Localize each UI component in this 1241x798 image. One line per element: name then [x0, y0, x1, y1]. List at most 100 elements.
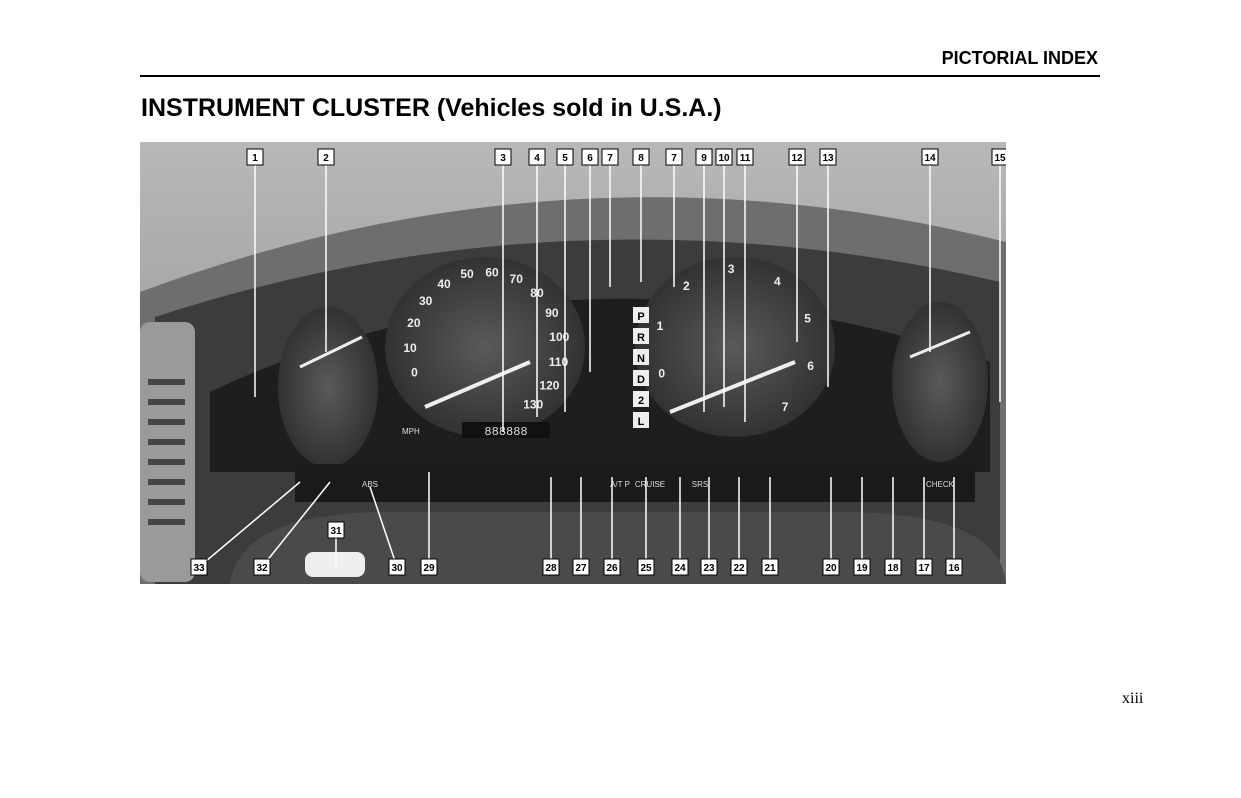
callout-box [528, 148, 546, 166]
gear-position: D [637, 374, 645, 386]
callout-number: 24 [674, 563, 686, 574]
callout-box [420, 558, 438, 576]
callout-box [730, 558, 748, 576]
callout-number: 33 [193, 563, 205, 574]
callout-box [246, 148, 264, 166]
callout-box [700, 558, 718, 576]
callout-box [572, 558, 590, 576]
callout-number: 17 [918, 563, 930, 574]
callout-box [253, 558, 271, 576]
callout-number: 23 [703, 563, 715, 574]
callout-box [761, 558, 779, 576]
callout-box [317, 148, 335, 166]
speedometer-tick-label: 10 [403, 341, 417, 355]
air-vent [140, 322, 195, 582]
page-number: xiii [1122, 690, 1144, 707]
callout-box [327, 521, 345, 539]
callout-number: 29 [423, 563, 435, 574]
callout-box [388, 558, 406, 576]
gear-box [633, 412, 649, 428]
callout-box [822, 558, 840, 576]
speedometer-needle [424, 360, 531, 409]
callout-number: 20 [825, 563, 837, 574]
fuel-gauge [278, 307, 378, 467]
tachometer-tick-label: 4 [774, 274, 781, 288]
tachometer [635, 257, 835, 437]
gear-position: N [637, 353, 645, 365]
callout-box [632, 148, 650, 166]
temp-needle [909, 330, 971, 359]
speedometer-tick-label: 130 [523, 397, 543, 411]
speedometer-tick-label: 100 [549, 330, 569, 344]
tachometer-tick-label: 5 [804, 312, 811, 326]
odometer-value: 888888 [484, 425, 527, 439]
speedometer-tick-label: 120 [539, 378, 559, 392]
callout-box [715, 148, 733, 166]
speedometer-tick-label: 0 [411, 366, 418, 380]
callout-box [190, 558, 208, 576]
callout-number: 22 [733, 563, 745, 574]
callout-number: 19 [856, 563, 868, 574]
speedometer-tick-label: 30 [419, 294, 433, 308]
callout-number: 32 [256, 563, 268, 574]
callout-number: 11 [740, 153, 751, 164]
warning-light-label: CHECK [926, 480, 955, 489]
header-rule [140, 75, 1100, 77]
fuel-needle [299, 335, 363, 369]
speedometer-tick-label: 20 [407, 316, 421, 330]
callout-box [736, 148, 754, 166]
callout-number: 27 [575, 563, 587, 574]
callout-box [671, 558, 689, 576]
callout-box [556, 148, 574, 166]
gear-box [633, 349, 649, 365]
speedometer-tick-label: 60 [485, 265, 499, 279]
tachometer-tick-label: 7 [782, 400, 789, 414]
gear-box [633, 391, 649, 407]
callout-number: 16 [948, 563, 960, 574]
callout-box [921, 148, 939, 166]
speedometer-tick-label: 110 [549, 355, 569, 369]
gear-position: L [638, 416, 645, 428]
callout-box [788, 148, 806, 166]
callout-number: 7 [671, 153, 677, 164]
running-head: PICTORIAL INDEX [941, 48, 1098, 68]
odometer-reset-knob [305, 552, 365, 577]
temp-gauge [892, 302, 988, 462]
callout-box [603, 558, 621, 576]
tachometer-needle [669, 360, 796, 414]
callout-number: 30 [391, 563, 403, 574]
tachometer-tick-label: 3 [728, 262, 735, 276]
callout-number: 13 [822, 153, 834, 164]
warning-light-label: ABS [362, 480, 378, 489]
callout-number: 3 [500, 153, 506, 164]
speedometer-tick-label: 70 [510, 272, 524, 286]
callout-box [637, 558, 655, 576]
callout-box [945, 558, 963, 576]
gear-box [633, 328, 649, 344]
callout-box [915, 558, 933, 576]
odometer-display [462, 422, 550, 438]
callout-number: 10 [718, 153, 730, 164]
warning-light-label: A/T P [610, 480, 630, 489]
callout-leader [369, 486, 398, 568]
callout-box [665, 148, 683, 166]
callout-leader [261, 481, 331, 568]
speedometer-tick-label: 40 [437, 277, 451, 291]
tachometer-tick-label: 0 [658, 367, 665, 381]
callout-number: 6 [587, 153, 593, 164]
callout-box [542, 558, 560, 576]
callout-leader [198, 481, 301, 568]
callout-box [581, 148, 599, 166]
callout-number: 14 [924, 153, 936, 164]
callout-number: 4 [534, 153, 540, 164]
callout-number: 31 [330, 526, 342, 537]
callout-number: 25 [640, 563, 652, 574]
callout-box [819, 148, 837, 166]
callout-number: 9 [701, 153, 707, 164]
